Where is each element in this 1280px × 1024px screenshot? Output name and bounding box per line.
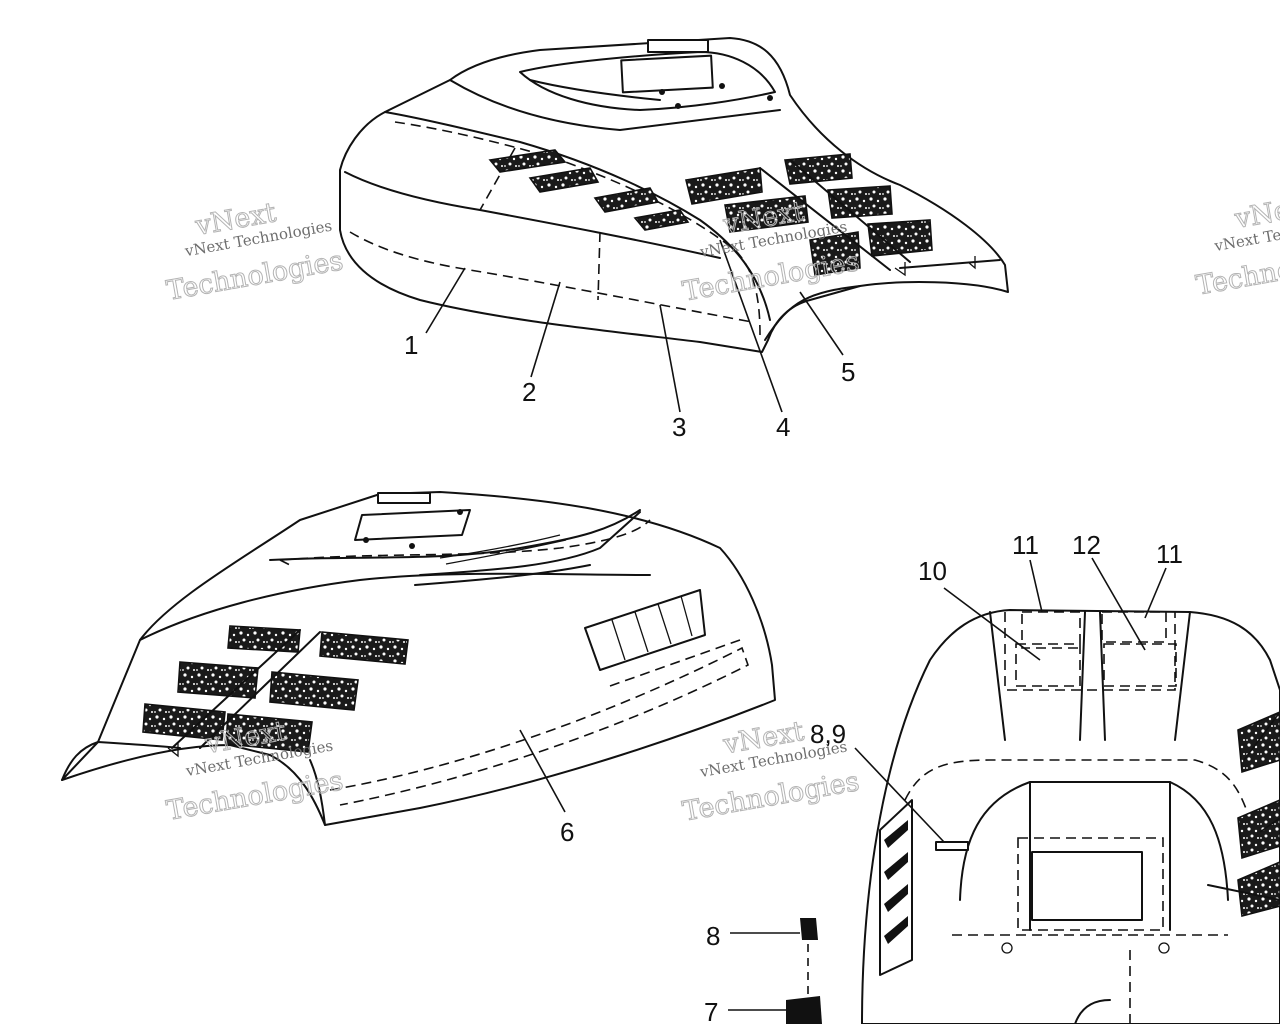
callout-7: 7: [704, 997, 718, 1024]
callout-11-right: 11: [1156, 539, 1183, 569]
callout-5: 5: [841, 357, 855, 387]
hood-view-front: [728, 557, 1280, 1024]
callout-4: 4: [776, 412, 790, 442]
callout-8: 8: [706, 921, 720, 951]
callout-6: 6: [560, 817, 574, 847]
callout-2: 2: [522, 377, 536, 407]
callout-1: 1: [404, 330, 418, 360]
callout-12: 12: [1072, 530, 1101, 560]
callout-8-9: 8,9: [810, 719, 846, 749]
hood-view-top: [339, 37, 1009, 413]
callout-11-left: 11: [1012, 530, 1039, 560]
hood-view-side: [61, 491, 776, 826]
watermark-3: vNext vNext Technologies Technologies: [1193, 190, 1280, 302]
watermark-1: vNext vNext Technologies Technologies: [164, 197, 346, 308]
callout-3: 3: [672, 412, 686, 442]
callout-10: 10: [918, 556, 947, 586]
